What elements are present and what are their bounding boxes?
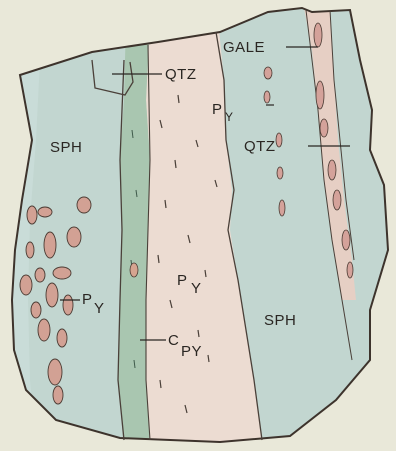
label-pyrite-left-p: P: [82, 291, 93, 308]
label-sphalerite-left: SPH: [50, 139, 82, 156]
pyrite-spot-center: [130, 263, 138, 277]
label-galena: GALE: [223, 39, 265, 56]
label-pyrite-center-y: Y: [191, 280, 202, 297]
label-quartz-right: QTZ: [244, 138, 276, 155]
label-sphalerite-right: SPH: [264, 312, 296, 329]
label-pyrite-center-p: P: [177, 272, 188, 289]
label-pyrite-left-y: Y: [94, 300, 105, 317]
label-pyrite-upper-y: Y: [225, 110, 234, 124]
label-chalcopyrite-py: PY: [181, 343, 202, 360]
label-quartz-top: QTZ: [165, 66, 197, 83]
label-chalcopyrite-c: C: [168, 332, 179, 349]
label-pyrite-upper-p: P: [212, 101, 223, 118]
